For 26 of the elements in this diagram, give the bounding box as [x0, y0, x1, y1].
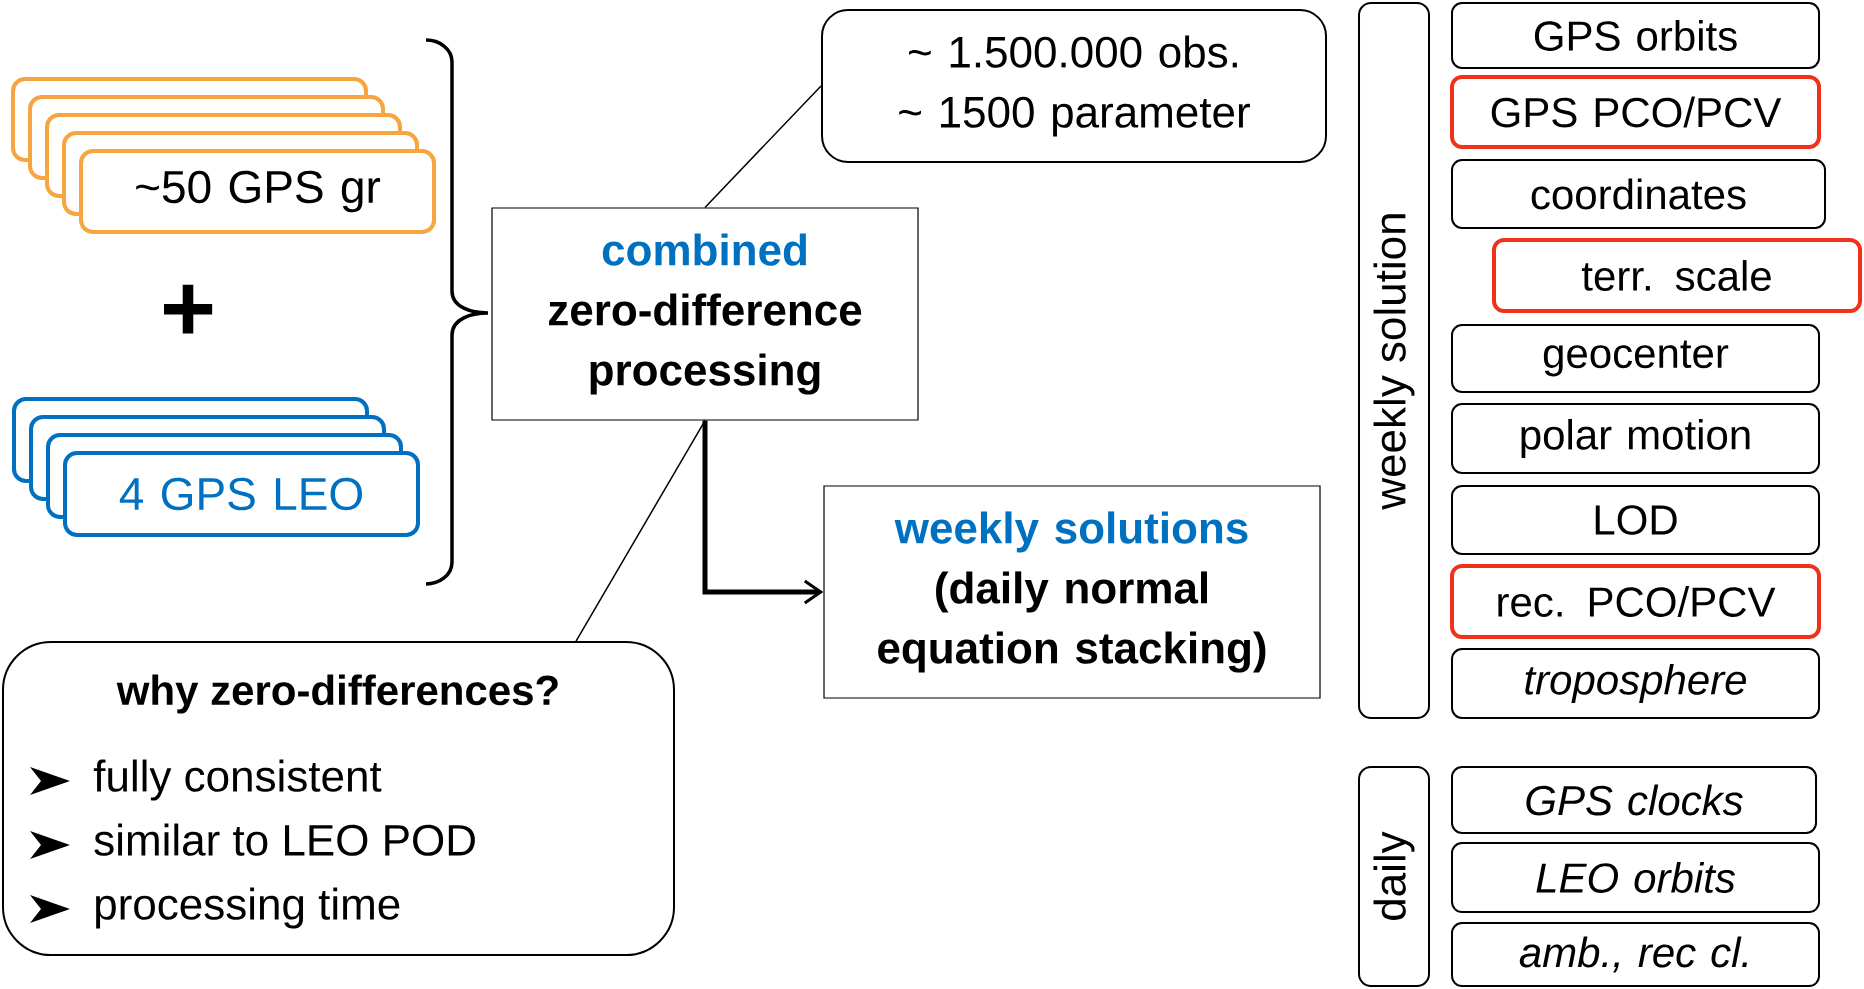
- bullet-text: similar to LEO POD: [94, 823, 475, 856]
- arrow: [702, 420, 824, 605]
- process-box: weekly solutions (daily normal equation stacking): [823, 485, 1321, 699]
- parameter-box: polar motion: [1451, 403, 1820, 474]
- parameter-box: coordinates: [1451, 159, 1826, 229]
- parameter-box: geocenter: [1451, 324, 1820, 393]
- parameter-box: GPS orbits: [1451, 2, 1820, 69]
- note-box: ~ 1.500.000 obs. ~ 1500 parameter: [821, 9, 1327, 163]
- heading: why zero-differences?: [116, 674, 558, 714]
- parameter-box: rec. PCO/PCV: [1450, 564, 1821, 639]
- parameter-box: GPS clocks: [1451, 766, 1817, 834]
- parameter-box: troposphere: [1451, 648, 1820, 719]
- vertical-band: daily: [1358, 766, 1430, 987]
- bullet-text: fully consistent: [93, 759, 382, 801]
- vertical-band: weekly solution: [1358, 2, 1430, 719]
- connector-line: [704, 85, 822, 209]
- parameter-box: amb., rec cl.: [1451, 922, 1820, 987]
- connector-line: [575, 419, 706, 642]
- parameter-box: LOD: [1451, 485, 1820, 555]
- parameter-box: terr. scale: [1492, 238, 1862, 313]
- parameter-box: LEO orbits: [1451, 842, 1820, 913]
- process-box: combined zero-difference processing: [491, 207, 919, 421]
- card: ~50 GPS gr: [79, 149, 436, 234]
- bullet-text: processing time: [96, 887, 400, 929]
- plus-sign: +: [164, 284, 213, 334]
- parameter-box: GPS PCO/PCV: [1450, 75, 1821, 149]
